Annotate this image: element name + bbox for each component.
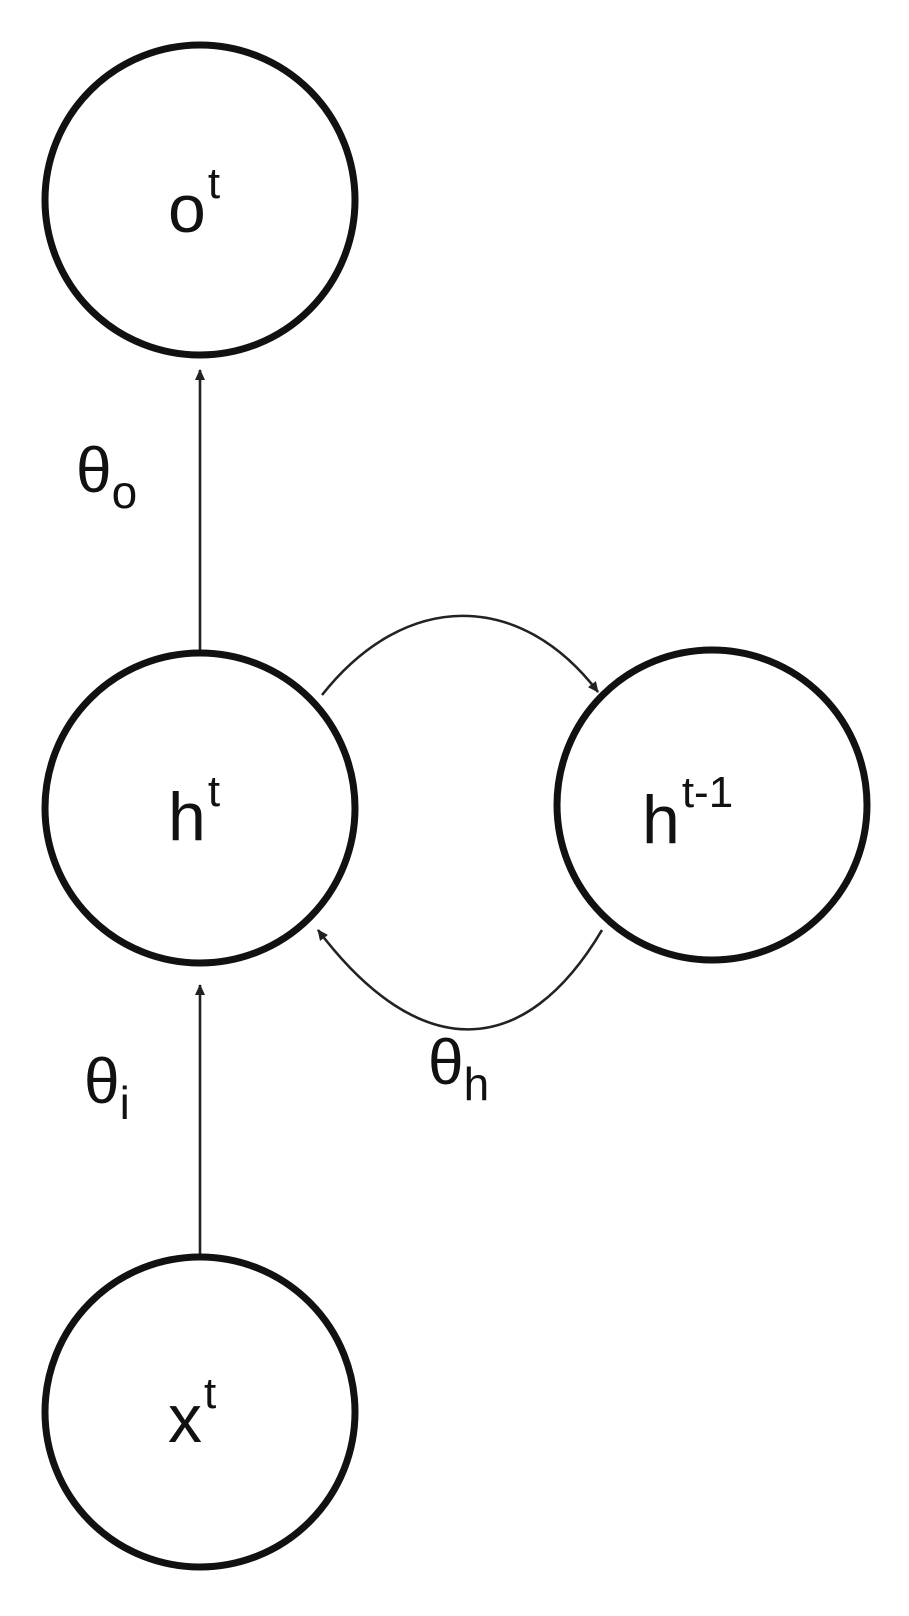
edge-label-theta-h: θh (428, 1026, 489, 1110)
node-hidden-circle (41, 649, 359, 967)
node-hidden-prev-label: ht-1 (642, 768, 733, 858)
node-output-circle (41, 41, 359, 359)
edge-label-theta-i: θi (84, 1045, 130, 1129)
node-input-circle (41, 1253, 359, 1571)
edge-prev-hidden-to-hidden (316, 929, 604, 1031)
edge-label-theta-o: θo (76, 434, 137, 518)
node-hidden-prev-circle (553, 646, 871, 964)
node-input-label: xt (168, 1369, 216, 1457)
node-output-label: ot (168, 159, 220, 247)
node-hidden-label: ht (168, 767, 220, 855)
edge-hidden-to-prev-hidden (320, 614, 600, 696)
